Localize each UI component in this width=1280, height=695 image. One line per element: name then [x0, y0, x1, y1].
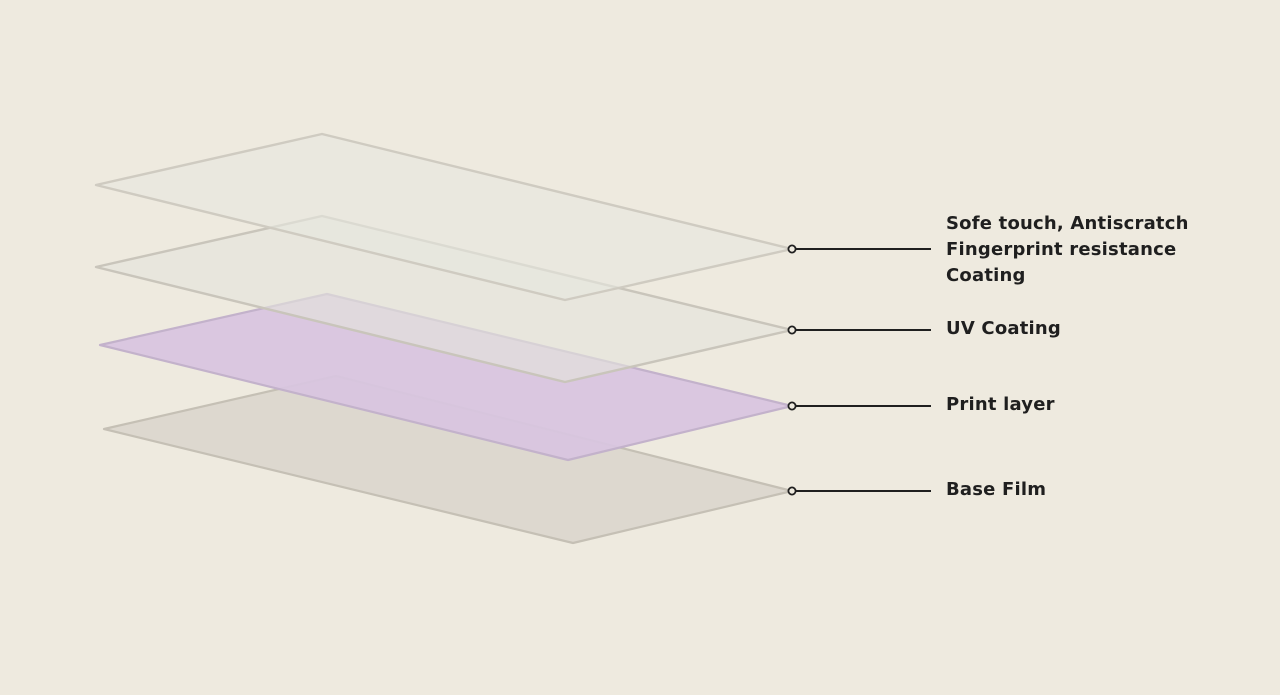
- label-base-film: Base Film: [946, 477, 1046, 503]
- leader-dot-base-film: [787, 486, 797, 496]
- label-print-layer-line-1: Print layer: [946, 394, 1055, 415]
- leader-uv-coating: [787, 325, 931, 335]
- label-uv-coating: UV Coating: [946, 316, 1061, 342]
- label-top-coating-line-1: Sofe touch, Antiscratch: [946, 213, 1189, 234]
- leader-dot-print-layer: [787, 401, 797, 411]
- label-top-coating: Sofe touch, Antiscratch Fingerprint resi…: [946, 211, 1189, 289]
- leader-dot-uv-coating: [787, 325, 797, 335]
- label-uv-coating-line-1: UV Coating: [946, 318, 1062, 339]
- label-top-coating-line-2: Fingerprint resistance: [946, 239, 1177, 260]
- leader-print-layer: [787, 401, 931, 411]
- label-print-layer: Print layer: [946, 392, 1055, 418]
- label-base-film-line-1: Base Film: [946, 479, 1047, 500]
- leader-dot-top-coating: [787, 244, 797, 254]
- leader-top-coating: [787, 244, 931, 254]
- label-top-coating-line-3: Coating: [946, 265, 1026, 286]
- leader-base-film: [787, 486, 931, 496]
